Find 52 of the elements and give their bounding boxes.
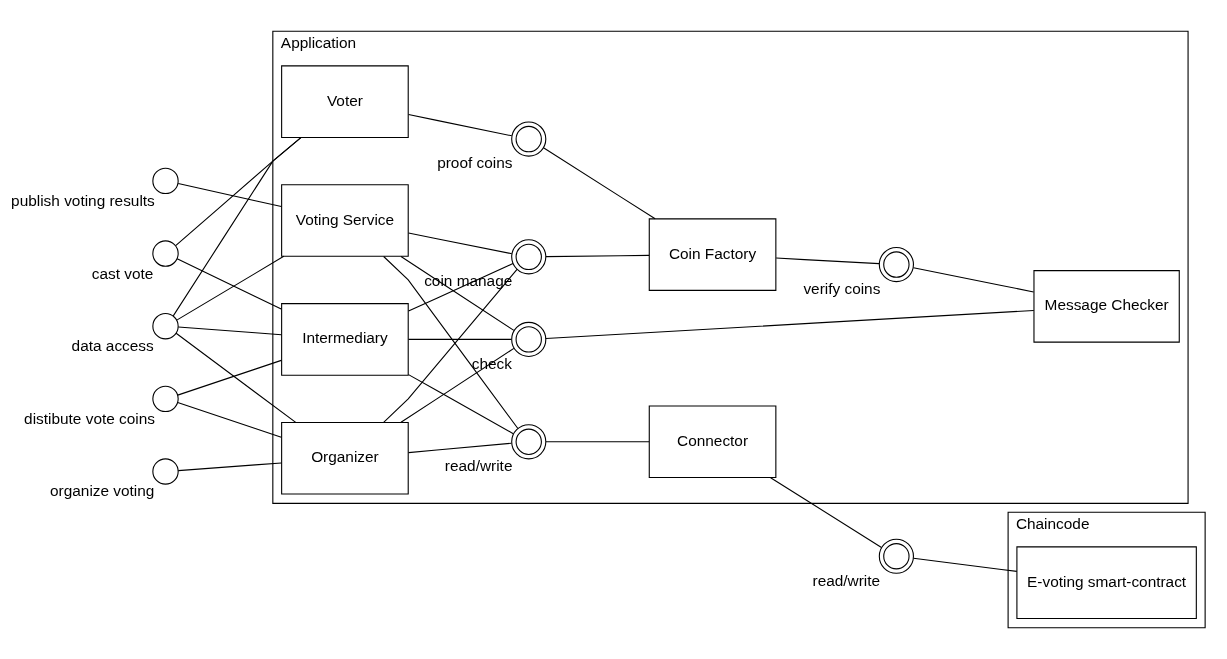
- node-box: E-voting smart-contract: [1016, 546, 1197, 619]
- connector: [400, 347, 515, 423]
- connector: [407, 232, 513, 255]
- node-circle: [152, 167, 179, 195]
- connector: [407, 114, 513, 137]
- node-box: Coin Factory: [648, 218, 777, 291]
- node-label: cast vote: [91, 264, 154, 282]
- node-circle: [511, 121, 547, 157]
- connector: [176, 255, 285, 321]
- connector: [407, 374, 514, 435]
- node-label: publish voting results: [11, 191, 155, 209]
- node-circle: [878, 538, 914, 574]
- connector: [770, 477, 883, 549]
- connector: [177, 402, 282, 438]
- connector: [545, 441, 650, 443]
- node-box: Intermediary: [281, 303, 409, 376]
- node-label: read/write: [812, 571, 881, 589]
- node-circle: [511, 321, 547, 358]
- node-label: proof coins: [437, 154, 513, 172]
- node-box: Organizer: [281, 421, 409, 495]
- node-label: distibute vote coins: [24, 409, 156, 427]
- node-circle: [152, 385, 179, 413]
- node-box: Voter: [281, 65, 409, 138]
- connector: [545, 309, 1035, 340]
- connector: [177, 359, 282, 396]
- node-box: Connector: [648, 405, 777, 479]
- node-circle: [878, 246, 914, 283]
- connector: [542, 147, 656, 220]
- node-label: data access: [71, 337, 154, 355]
- node-label: verify coins: [803, 279, 881, 297]
- node-circle: [511, 239, 547, 275]
- connector: [175, 137, 302, 247]
- connector: [407, 442, 512, 454]
- node-circle: [152, 313, 179, 340]
- connector: [407, 338, 512, 340]
- connector: [177, 462, 282, 472]
- connector: [775, 257, 880, 265]
- node-circle: [511, 424, 547, 460]
- connector: [175, 332, 297, 423]
- connector: [176, 258, 282, 310]
- connector: [912, 557, 1018, 572]
- connector: [172, 137, 302, 317]
- connector: [545, 254, 650, 258]
- connector: [912, 267, 1035, 293]
- node-label: organize voting: [50, 482, 155, 500]
- connector: [177, 182, 282, 208]
- node-box: Message Checker: [1033, 270, 1180, 343]
- connector: [177, 326, 282, 336]
- node-box: Voting Service: [281, 184, 409, 257]
- node-label: read/write: [444, 457, 513, 475]
- node-circle: [152, 240, 179, 267]
- node-circle: [152, 458, 179, 485]
